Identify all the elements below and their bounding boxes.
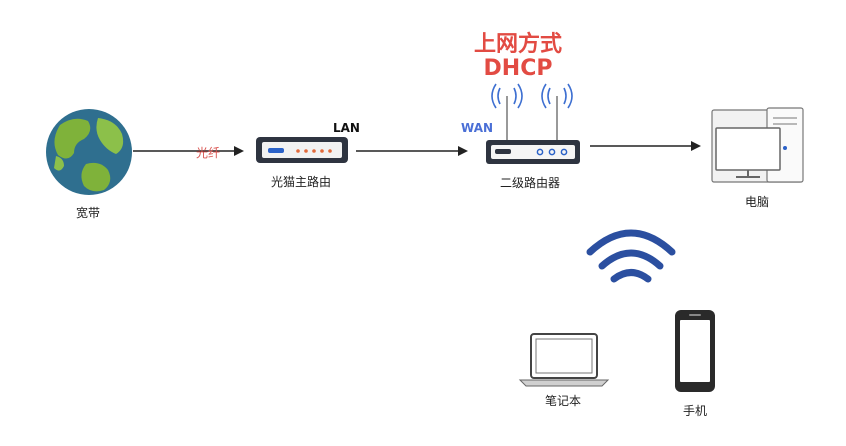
lan-label: LAN: [333, 121, 360, 135]
broadband-label: 宽带: [76, 206, 101, 220]
wan-label: WAN: [461, 121, 494, 135]
diagram-subtitle: DHCP: [0, 56, 846, 81]
secondary-router-label: 二级路由器: [500, 176, 561, 190]
link-arrows: [133, 141, 701, 156]
secondary-router-icon: [486, 83, 580, 164]
laptop-label: 笔记本: [545, 394, 582, 408]
globe-icon: [46, 109, 132, 195]
wifi-icon: [586, 229, 676, 283]
modem-router-label: 光猫主路由: [271, 175, 332, 189]
modem-router-icon: [256, 137, 348, 163]
phone-label: 手机: [683, 404, 708, 418]
laptop-icon: [518, 333, 610, 387]
title-line-1: 上网方式: [473, 32, 562, 57]
diagram-title: 上网方式: [0, 26, 846, 58]
title-line-2: DHCP: [483, 56, 553, 81]
computer-label: 电脑: [745, 195, 770, 209]
phone-icon: [675, 310, 715, 392]
desktop-computer-icon: [711, 107, 804, 183]
fiber-label: 光纤: [196, 146, 221, 160]
